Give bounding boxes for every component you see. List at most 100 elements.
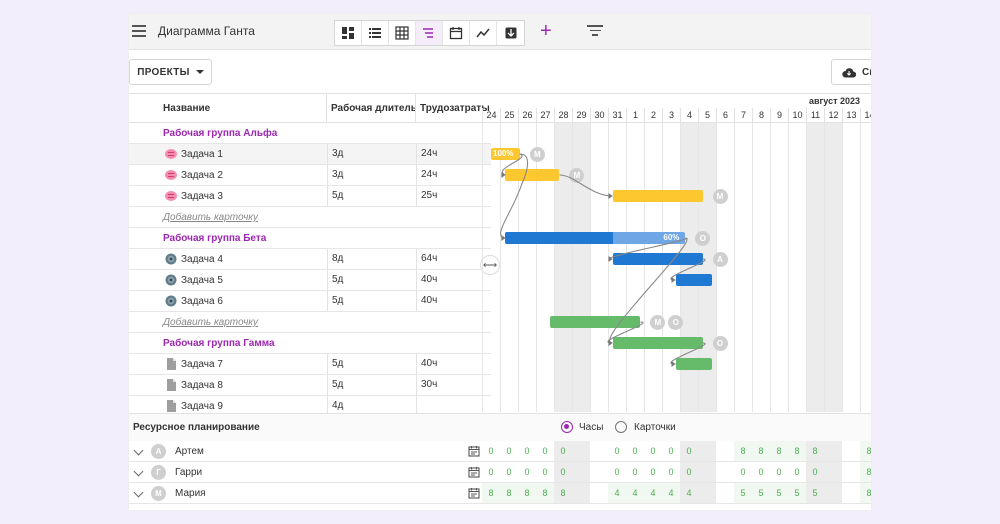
assignee-avatar[interactable]: A	[712, 252, 728, 267]
resource-hour-cell[interactable]: 8	[536, 483, 554, 503]
task-bar[interactable]	[612, 190, 703, 202]
resource-hour-cell[interactable]: 4	[680, 483, 698, 503]
task-duration[interactable]: 4д	[327, 396, 416, 416]
resource-hour-cell[interactable]: 5	[734, 483, 752, 503]
resource-hour-cell[interactable]	[716, 441, 734, 461]
resource-hour-cell[interactable]: 8	[770, 441, 788, 461]
resource-hour-cell[interactable]	[590, 441, 608, 461]
view-button-gantt[interactable]	[416, 21, 443, 45]
view-button-dashboard[interactable]	[335, 21, 362, 45]
group-row[interactable]: Рабочая группа Альфа	[129, 123, 491, 144]
add-card-link[interactable]: Добавить карточку	[163, 317, 259, 328]
dependency-link[interactable]	[559, 174, 613, 197]
task-duration[interactable]: 5д	[327, 186, 416, 206]
resource-hour-cell[interactable]	[824, 441, 842, 461]
chevron-down-icon[interactable]	[133, 487, 144, 498]
task-effort[interactable]: 25ч	[416, 186, 491, 206]
task-bar[interactable]	[675, 358, 712, 370]
task-effort[interactable]: 40ч	[416, 354, 491, 374]
resource-hour-cell[interactable]: 0	[542, 446, 548, 456]
task-duration[interactable]: 5д	[327, 270, 416, 290]
assignee-avatar[interactable]: M	[529, 147, 545, 162]
add-plus-button[interactable]: +	[540, 20, 552, 42]
task-bar[interactable]	[612, 253, 703, 265]
resource-hour-cell[interactable]: 4	[644, 483, 662, 503]
resource-hour-cell[interactable]: 0	[668, 446, 674, 456]
task-bar[interactable]	[505, 169, 560, 181]
task-effort[interactable]: 30ч	[416, 375, 491, 395]
dependency-link[interactable]	[502, 153, 523, 176]
task-duration[interactable]: 5д	[327, 291, 416, 311]
resource-hour-cell[interactable]	[698, 441, 716, 461]
dependency-link[interactable]	[670, 258, 706, 281]
view-button-list[interactable]	[362, 21, 389, 45]
resource-hour-cell[interactable]: 8	[518, 483, 536, 503]
dependency-link[interactable]	[670, 342, 706, 365]
resource-hour-cell[interactable]: 5	[788, 483, 806, 503]
resource-hour-cell[interactable]	[698, 462, 716, 482]
resource-hour-cell[interactable]: 0	[524, 446, 530, 456]
task-bar[interactable]	[612, 337, 703, 349]
resource-hour-cell[interactable]: 0	[740, 467, 746, 477]
column-header-duration[interactable]: Рабочая длительность	[327, 94, 416, 123]
projects-dropdown-button[interactable]: ПРОЕКТЫ	[129, 59, 212, 85]
task-duration[interactable]: 5д	[327, 354, 416, 374]
pane-resize-handle[interactable]: ⟷	[480, 255, 500, 275]
task-effort[interactable]	[416, 396, 491, 416]
resource-hour-cell[interactable]: 0	[554, 462, 572, 482]
assignee-avatar[interactable]: O	[668, 315, 684, 330]
resource-hour-cell[interactable]: 5	[752, 483, 770, 503]
view-button-chart[interactable]	[470, 21, 497, 45]
resource-hour-cell[interactable]: 0	[488, 446, 494, 456]
task-duration[interactable]: 8д	[327, 249, 416, 269]
resource-hour-cell[interactable]: 0	[488, 467, 494, 477]
resource-hour-cell[interactable]	[572, 441, 590, 461]
resource-hour-cell[interactable]: 0	[650, 446, 656, 456]
resource-hour-cell[interactable]: 0	[668, 467, 674, 477]
task-bar[interactable]	[675, 274, 712, 286]
dependency-link[interactable]	[500, 153, 529, 239]
calendar-icon[interactable]	[468, 466, 480, 478]
resource-hour-cell[interactable]: 4	[626, 483, 644, 503]
task-effort[interactable]: 40ч	[416, 270, 491, 290]
resource-hour-cell[interactable]: 5	[806, 483, 824, 503]
resource-hour-cell[interactable]: 8	[734, 441, 752, 461]
resource-hour-cell[interactable]: 5	[770, 483, 788, 503]
resource-hour-cell[interactable]	[698, 483, 716, 503]
hours-radio[interactable]	[561, 421, 573, 433]
add-card-link[interactable]: Добавить карточку	[163, 212, 259, 223]
resource-hour-cell[interactable]	[824, 483, 842, 503]
resource-hour-cell[interactable]: 8	[860, 441, 871, 461]
task-effort[interactable]: 24ч	[416, 165, 491, 185]
filter-icon[interactable]	[587, 25, 603, 37]
resource-hour-cell[interactable]: 8	[482, 483, 500, 503]
resource-hour-cell[interactable]: 0	[506, 467, 512, 477]
assignee-avatar[interactable]: O	[695, 231, 711, 246]
resource-hour-cell[interactable]	[842, 483, 860, 503]
resource-hour-cell[interactable]	[590, 462, 608, 482]
group-row[interactable]: Рабочая группа Бета	[129, 228, 491, 249]
resource-hour-cell[interactable]: 0	[650, 467, 656, 477]
resource-hour-cell[interactable]: 0	[632, 467, 638, 477]
resource-hour-cell[interactable]: 0	[554, 441, 572, 461]
resource-hour-cell[interactable]: 0	[776, 467, 782, 477]
resource-hour-cell[interactable]: 8	[806, 441, 824, 461]
assignee-avatar[interactable]: M	[712, 189, 728, 204]
task-effort[interactable]: 64ч	[416, 249, 491, 269]
dependency-link[interactable]	[609, 237, 688, 344]
resource-hour-cell[interactable]: 0	[680, 441, 698, 461]
calendar-icon[interactable]	[468, 445, 480, 457]
resource-hour-cell[interactable]	[572, 483, 590, 503]
resource-hour-cell[interactable]	[842, 462, 860, 482]
task-effort[interactable]: 24ч	[416, 144, 491, 164]
resource-hour-cell[interactable]	[842, 441, 860, 461]
